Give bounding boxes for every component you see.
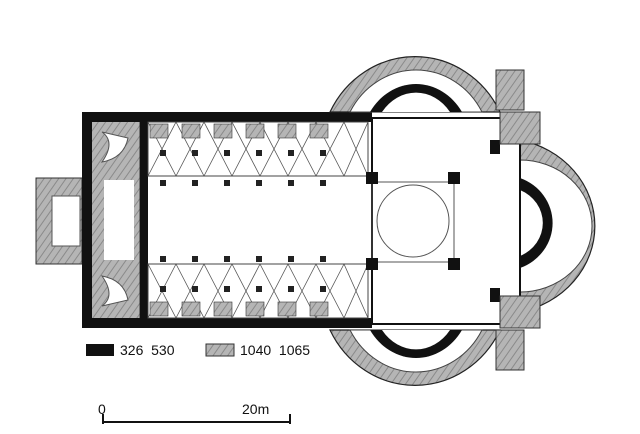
south-conch bbox=[329, 329, 501, 386]
north-conch bbox=[329, 56, 501, 113]
nave-piers bbox=[160, 150, 326, 292]
scale-end-label: 20m bbox=[242, 401, 269, 417]
westwork bbox=[89, 119, 141, 321]
scale-start-label: 0 bbox=[98, 401, 106, 417]
side-chapels bbox=[495, 69, 541, 371]
scale-bar: 0 20m bbox=[98, 401, 291, 424]
east-apse bbox=[519, 139, 596, 313]
crossing bbox=[366, 117, 521, 325]
aisle-vaults bbox=[147, 121, 369, 319]
legend-label-phase1: 326 530 bbox=[120, 342, 175, 358]
legend-swatch-phase2 bbox=[205, 343, 235, 357]
legend-swatch-phase1 bbox=[86, 344, 114, 356]
nave-walls bbox=[82, 112, 372, 328]
legend: 326 530 1040 1065 bbox=[86, 342, 310, 358]
legend-label-phase2: 1040 1065 bbox=[240, 342, 310, 358]
west-annex bbox=[35, 177, 83, 265]
